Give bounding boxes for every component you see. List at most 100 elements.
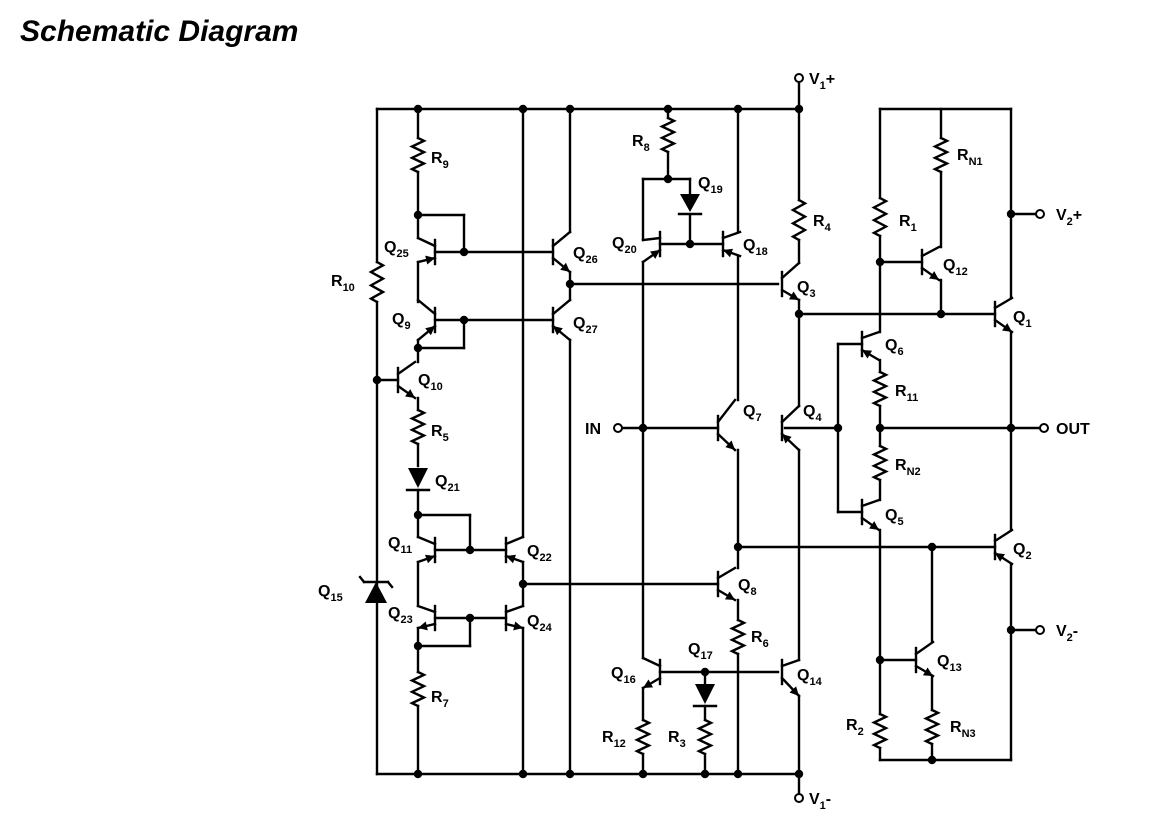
label-q8: Q8 [738, 577, 757, 598]
q14-transistor-arrow [789, 686, 799, 696]
r5-resistor [409, 408, 427, 446]
label-q24: Q24 [527, 613, 553, 634]
label-q21: Q21 [435, 473, 460, 494]
junction-dot [413, 210, 423, 220]
r8-resistor [659, 116, 677, 154]
label-q2: Q2 [1013, 541, 1032, 562]
q25-transistor-arrow [425, 255, 435, 265]
junction-dot [1006, 209, 1016, 219]
q11-transistor-arrow [425, 554, 435, 564]
label-r1: R1 [899, 213, 917, 234]
v2plus-terminal [1035, 209, 1045, 219]
junction-dot [565, 104, 575, 114]
q6-transistor-collector [860, 330, 881, 340]
junction-dot [700, 769, 710, 779]
label-q6: Q6 [885, 337, 904, 358]
junction-dot [518, 769, 528, 779]
label-q10: Q10 [418, 372, 443, 393]
q24-transistor-arrow [513, 621, 523, 631]
junction-dot [1006, 625, 1016, 635]
r2-resistor [871, 712, 889, 750]
label-q5: Q5 [885, 507, 904, 528]
label-r10: R10 [331, 273, 355, 294]
label-q14: Q14 [797, 667, 823, 688]
q19-diode [680, 194, 700, 212]
label-r5: R5 [431, 423, 449, 444]
junction-dot [638, 423, 648, 433]
label-q26: Q26 [573, 245, 598, 266]
q3-transistor-arrow [788, 291, 799, 300]
junction-dot [565, 769, 575, 779]
q16-transistor-collector [641, 656, 662, 668]
label-q1: Q1 [1013, 309, 1032, 330]
q20-transistor-arrow [650, 250, 660, 259]
terminal-label-out: OUT [1056, 421, 1090, 438]
q6-transistor-arrow [862, 350, 873, 359]
q8-transistor-collector [716, 566, 737, 580]
label-q18: Q18 [743, 237, 768, 258]
v2minus-terminal [1035, 625, 1045, 635]
label-q3: Q3 [797, 279, 816, 300]
q16-transistor-arrow [643, 679, 654, 688]
label-q16: Q16 [611, 665, 636, 686]
junction-dot [372, 375, 382, 385]
q5-transistor-collector [860, 498, 881, 508]
junction-dot [794, 769, 804, 779]
q21-diode [408, 468, 428, 488]
junction-dot [465, 545, 475, 555]
q18-transistor-collector [721, 230, 742, 240]
v1minus-terminal [794, 793, 804, 803]
junction-dot [833, 423, 843, 433]
junction-dot [413, 104, 423, 114]
q3-transistor-collector [780, 261, 801, 280]
q12-transistor-arrow [929, 271, 939, 280]
junction-dot [875, 423, 885, 433]
label-q9: Q9 [392, 311, 411, 332]
junction-dot [875, 257, 885, 267]
q2-transistor-arrow [995, 553, 1006, 562]
out-terminal [1039, 423, 1049, 433]
label-q4: Q4 [803, 403, 822, 424]
q4-transistor-collector [780, 404, 801, 424]
page-title: Schematic Diagram [20, 15, 299, 48]
junction-dot [927, 542, 937, 552]
junction-dot [413, 510, 423, 520]
label-q20: Q20 [612, 235, 637, 256]
junction-dot [663, 174, 673, 184]
q14-transistor-collector [780, 658, 801, 668]
label-rn3: RN3 [950, 719, 976, 740]
q10-transistor-arrow [405, 389, 415, 398]
junction-dot [733, 542, 743, 552]
r9-resistor [409, 136, 427, 174]
q23-transistor-arrow [418, 621, 428, 631]
r1-resistor [871, 196, 889, 238]
q26-transistor-collector [551, 230, 572, 248]
q20-transistor-collector [641, 236, 662, 242]
r10-resistor [368, 260, 386, 304]
q15-zener [365, 582, 387, 603]
q24-transistor-collector [504, 604, 525, 614]
label-r4: R4 [813, 213, 832, 234]
label-rn1: RN1 [957, 147, 983, 168]
rn2-resistor [871, 444, 889, 482]
label-q19: Q19 [698, 175, 723, 196]
junction-dot [1006, 423, 1016, 433]
junction-dot [518, 104, 528, 114]
label-rn2: RN2 [895, 457, 921, 478]
q7-transistor-arrow [725, 440, 735, 450]
junction-dot [459, 247, 469, 257]
q23-transistor-collector [416, 604, 437, 614]
label-r2: R2 [846, 717, 864, 738]
rn3-resistor [923, 708, 941, 746]
junction-dot [413, 343, 423, 353]
label-q23: Q23 [388, 605, 413, 626]
label-r3: R3 [668, 729, 686, 750]
junction-dot [875, 655, 885, 665]
label-r6: R6 [751, 629, 769, 650]
q2-transistor-collector [993, 528, 1014, 543]
rn1-resistor [932, 136, 950, 174]
label-r11: R11 [895, 383, 918, 404]
label-q12: Q12 [943, 257, 968, 278]
q13-transistor-collector [914, 640, 935, 656]
